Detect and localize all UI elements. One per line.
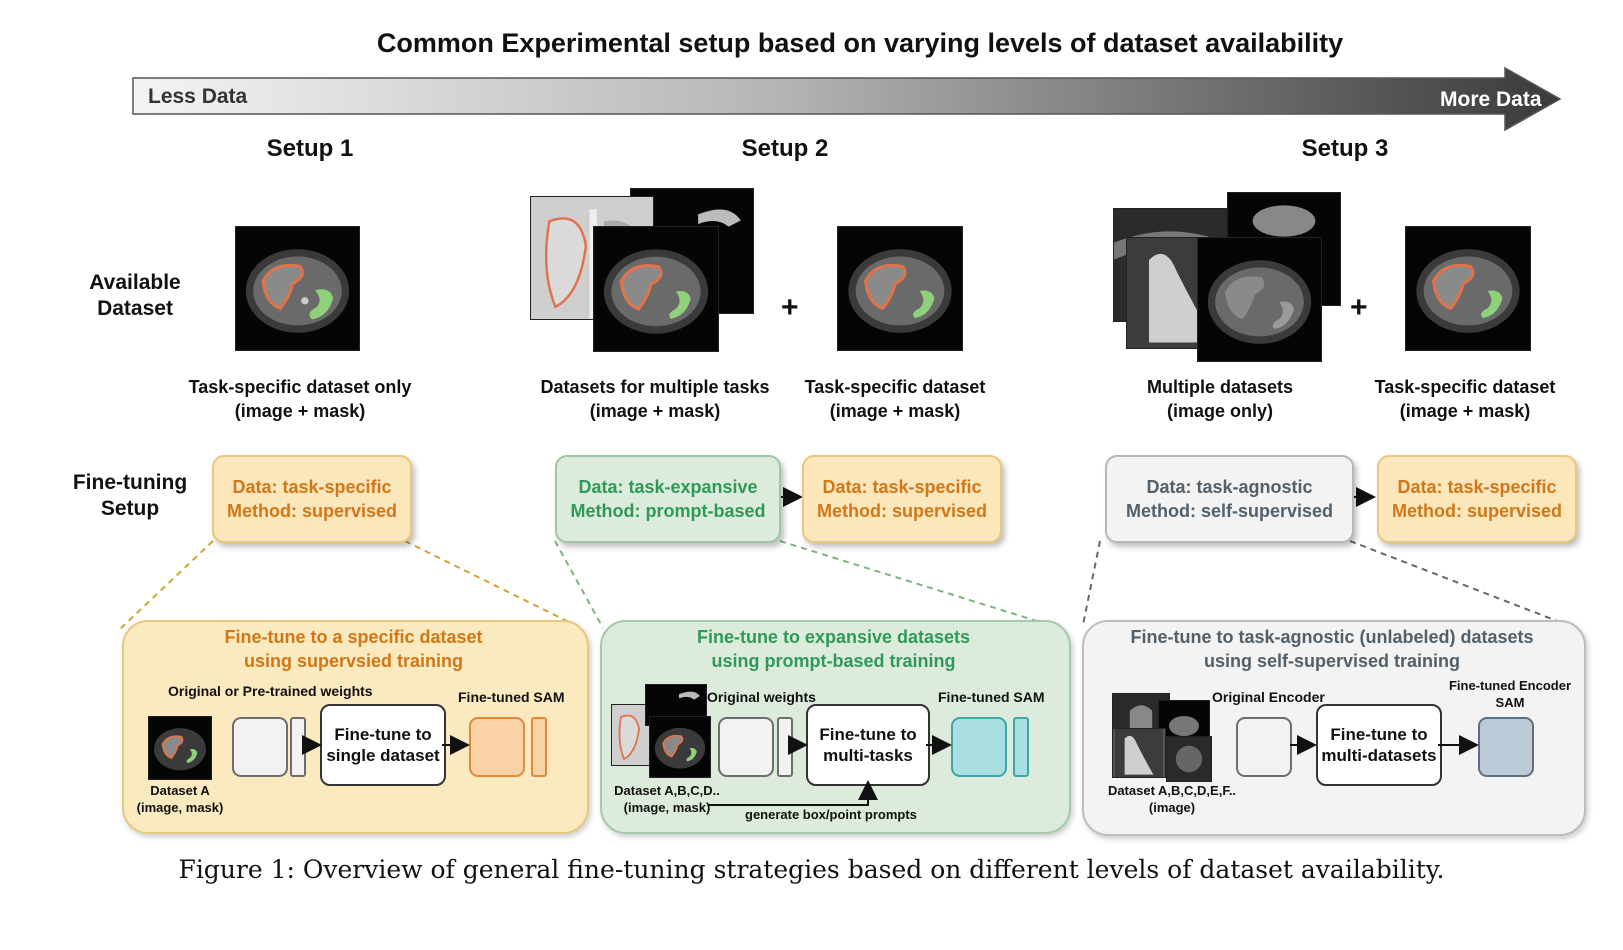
liver-ct-scan-icon [1405,226,1531,351]
finetuning-setup-label: Fine-tuning Setup [72,471,188,520]
encoder-weights-block [718,717,774,777]
finetuned-encoder-block [469,717,525,777]
finetuned-decoder-block [1013,717,1029,777]
weights-label: Original Encoder [1212,689,1325,705]
available-dataset-label: Available Dataset [89,271,181,320]
setup-1-panel-title: Fine-tune to a specific dataset using su… [224,627,483,671]
liver-ct-scan-icon [148,716,212,780]
less-data-label: Less Data [148,85,248,108]
setup-1-title: Setup 1 [266,135,354,162]
decoder-weights-block [777,717,793,777]
dataset-label: Dataset A (image, mask) [136,783,224,815]
dataset-caption: Datasets for multiple tasks (image + mas… [540,377,770,421]
xray-shoulder-icon [1112,728,1166,778]
weights-label: Original weights [707,689,816,705]
finetune-process-box: Fine-tune to multi-datasets [1316,704,1442,786]
finetuned-encoder-block [1478,717,1534,777]
dataset-caption: Task-specific dataset only (image + mask… [188,377,412,421]
encoder-weights-block [1236,717,1292,777]
encoder-weights-block [232,717,288,777]
decoder-weights-block [290,717,306,777]
finetuned-encoder-block [951,717,1007,777]
output-label: Fine-tuned Encoder SAM [1448,678,1572,710]
finetuned-decoder-block [531,717,547,777]
finetune-process-box: Fine-tune to multi-tasks [806,704,930,786]
more-data-label: More Data [1440,88,1542,111]
liver-ct-scan-icon [649,716,711,778]
figure-title: Common Experimental setup based on varyi… [376,28,1344,58]
dataset-label: Dataset A,B,C,D,E,F.. (image) [1107,783,1237,815]
liver-ct-scan-icon [235,226,360,351]
dataset-caption: Task-specific dataset (image + mask) [804,377,986,421]
weights-label: Original or Pre-trained weights [168,683,373,699]
prompt-label: generate box/point prompts [745,807,917,822]
plus-sign: + [1350,291,1368,324]
plus-sign: + [781,291,799,324]
ultrasound-icon [1166,736,1212,782]
setup-2-specific-box: Data: task-specific Method: supervised [802,455,1002,543]
data-availability-arrow [132,66,1562,132]
dataset-caption: Multiple datasets (image only) [1146,377,1294,421]
figure-caption: Figure 1: Overview of general fine-tunin… [178,855,1445,884]
output-label: Fine-tuned SAM [458,689,565,705]
liver-ct-scan-icon [593,226,719,352]
setup-3-title: Setup 3 [1301,135,1389,162]
setup-1-finetune-box: Data: task-specific Method: supervised [212,455,412,543]
dataset-label: Dataset A,B,C,D.. (image, mask) [614,783,720,815]
dataset-caption: Task-specific dataset (image + mask) [1374,377,1556,421]
liver-ct-scan-icon [1197,237,1322,362]
setup-2-panel-title: Fine-tune to expansive datasets using pr… [696,627,971,671]
setup-3-specific-box: Data: task-specific Method: supervised [1377,455,1577,543]
setup-2-expansive-box: Data: task-expansive Method: prompt-base… [555,455,781,543]
setup-3-panel-title: Fine-tune to task-agnostic (unlabeled) d… [1130,627,1534,671]
liver-ct-scan-icon [837,226,963,351]
setup-3-agnostic-box: Data: task-agnostic Method: self-supervi… [1105,455,1354,543]
finetune-process-box: Fine-tune to single dataset [320,704,446,786]
setup-2-title: Setup 2 [741,135,829,162]
output-label: Fine-tuned SAM [938,689,1045,705]
